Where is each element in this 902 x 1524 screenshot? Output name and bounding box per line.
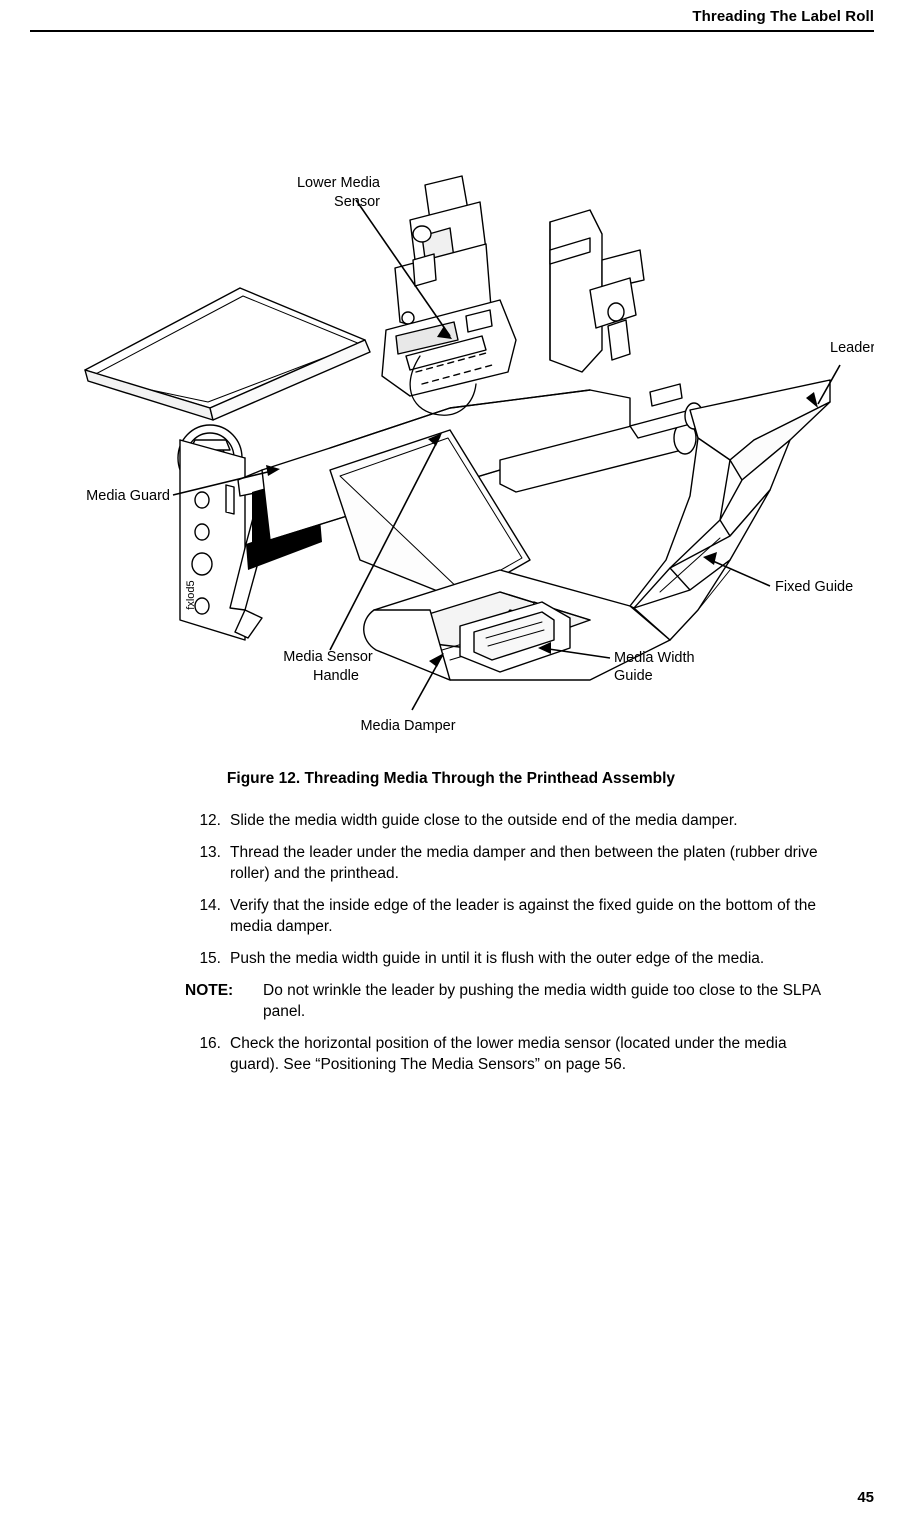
step-number: 15.	[199, 950, 221, 967]
note-label: NOTE:	[185, 982, 234, 999]
step-text: Thread the leader under the media damper…	[230, 844, 818, 882]
note-text: Do not wrinkle the leader by pushing the…	[263, 982, 821, 1020]
figure-illustration: Lower Media Sensor Leader Media Guard Fi…	[30, 140, 874, 760]
figure-label-media-damper: Media Damper	[360, 718, 455, 734]
step-text: Verify that the inside edge of the leade…	[230, 897, 816, 935]
list-item: 15. Push the media width guide in until …	[185, 948, 835, 969]
list-item: 12. Slide the media width guide close to…	[185, 810, 835, 831]
figure-artwork-id: fxlod5	[185, 580, 197, 609]
figure-label-leader: Leader	[830, 340, 874, 356]
figure-label-media-sensor-line1: Media Sensor	[283, 649, 373, 665]
step-text: Slide the media width guide close to the…	[230, 812, 738, 829]
figure-label-fixed-guide: Fixed Guide	[775, 579, 853, 595]
figure-label-media-guard: Media Guard	[86, 488, 170, 504]
figure-label-media-sensor-line2: Handle	[313, 668, 359, 684]
procedure-steps-list: 12. Slide the media width guide close to…	[185, 810, 835, 1086]
figure-label-media-width-guide-line1: Media Width	[614, 650, 695, 666]
header-divider-rule	[30, 30, 874, 32]
figure-label-lower-media-sensor-line2: Sensor	[334, 194, 380, 210]
page-number: 45	[857, 1489, 874, 1506]
step-number: 13.	[199, 844, 221, 861]
list-item: 13. Thread the leader under the media da…	[185, 842, 835, 884]
step-number: 12.	[199, 812, 221, 829]
list-item: 14. Verify that the inside edge of the l…	[185, 895, 835, 937]
step-number: 14.	[199, 897, 221, 914]
page-header-title: Threading The Label Roll	[692, 8, 874, 25]
step-number: 16.	[199, 1035, 221, 1052]
figure-label-lower-media-sensor-line1: Lower Media	[297, 175, 381, 191]
figure-label-media-width-guide-line2: Guide	[614, 668, 653, 684]
note-block: NOTE: Do not wrinkle the leader by pushi…	[185, 980, 835, 1022]
list-item: 16. Check the horizontal position of the…	[185, 1033, 835, 1075]
step-text: Check the horizontal position of the low…	[230, 1035, 787, 1073]
figure-caption: Figure 12. Threading Media Through the P…	[226, 770, 676, 787]
step-text: Push the media width guide in until it i…	[230, 950, 765, 967]
